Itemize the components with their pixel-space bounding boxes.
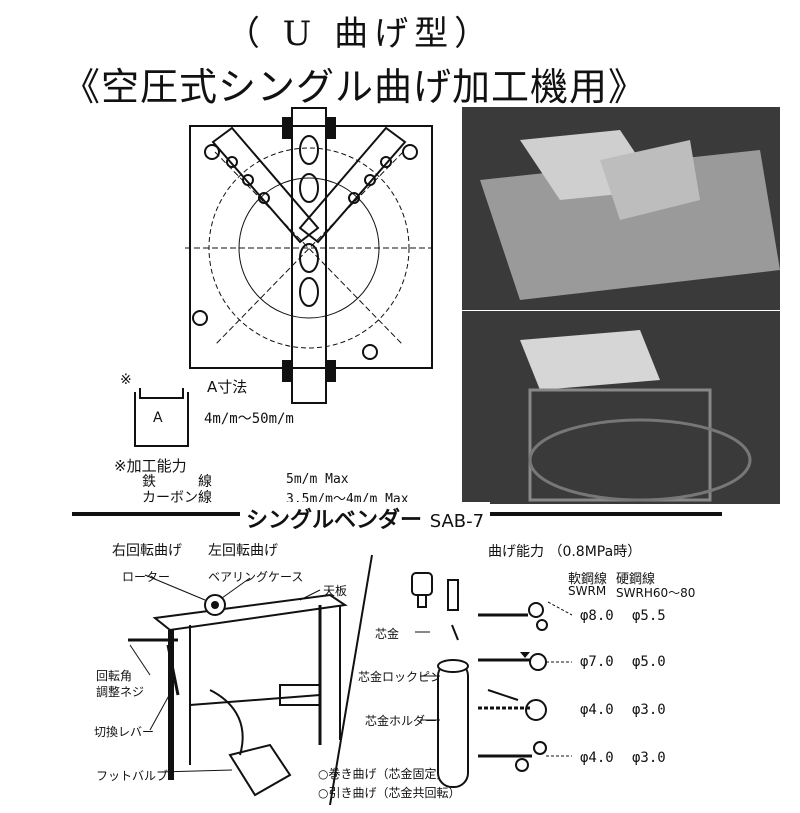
iron-wire-label: 鉄 線 — [142, 474, 212, 490]
capacity-pressure: （0.8MPa時） — [548, 544, 642, 560]
a-dimension-label: A寸法 — [207, 378, 248, 396]
row-2-soft: φ7.0 — [580, 654, 614, 670]
capacity-heading: 曲げ能力 （0.8MPa時） — [488, 541, 641, 561]
capacity-title: ※加工能力 — [114, 457, 187, 475]
row-3-soft: φ4.0 — [580, 702, 614, 718]
switch-lever-label: 切換レバー — [94, 725, 155, 739]
hard-steel-name: 硬鋼線 — [616, 572, 656, 587]
row-1-soft: φ8.0 — [580, 608, 614, 624]
soft-steel-name: 軟鋼線 — [568, 572, 608, 587]
right-rotation-label: 右回転曲げ — [112, 543, 182, 559]
title-line-1: （ U 曲げ型） — [225, 14, 495, 54]
row-4-soft: φ4.0 — [580, 750, 614, 766]
row-1-hard: φ5.5 — [632, 608, 666, 624]
left-rotation-label: 左回転曲げ — [208, 543, 278, 559]
soft-steel-code: SWRM — [568, 584, 607, 598]
bearing-case-label: ベアリングケース — [208, 570, 304, 584]
carbon-wire-label: カーボン線 — [142, 490, 212, 506]
hard-steel-code: SWRH60～80 — [616, 586, 696, 600]
core-lock-pin-label: 芯金ロックピン — [358, 670, 443, 684]
row-2-hard: φ5.0 — [632, 654, 666, 670]
pull-bend-label: ○引き曲げ（芯金共回転） — [318, 786, 461, 800]
core-holder-label: 芯金ホルダー — [365, 714, 438, 728]
foot-valve-label: フットバルブ — [96, 769, 169, 783]
angle-screw-label-1: 回転角 — [96, 669, 133, 683]
iron-wire-value: 5m/m Max — [286, 472, 349, 487]
core-label: 芯金 — [375, 627, 400, 641]
title-line-2: 《空圧式シングル曲げ加工機用》 — [62, 65, 648, 109]
bender-model: SAB-7 — [429, 511, 485, 532]
bender-title: シングルベンダー — [246, 508, 423, 533]
row-4-hard: φ3.0 — [632, 750, 666, 766]
bender-title-block: シングルベンダー SAB-7 — [240, 502, 491, 534]
a-range: 4m/m～50m/m — [204, 411, 294, 427]
note-mark: ※ — [120, 372, 132, 388]
wind-bend-label: ○巻き曲げ（芯金固定） — [318, 767, 449, 781]
capacity-title: 曲げ能力 — [488, 544, 544, 560]
row-3-hard: φ3.0 — [632, 702, 666, 718]
angle-screw-label-2: 調整ネジ — [96, 685, 145, 699]
a-letter: A — [153, 410, 163, 426]
